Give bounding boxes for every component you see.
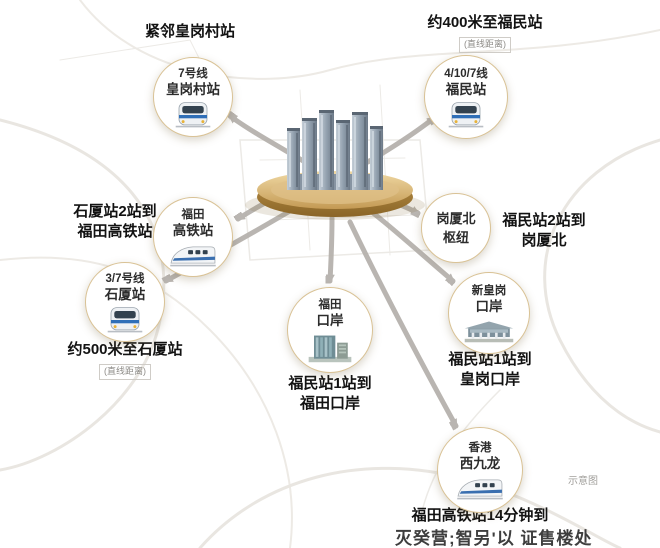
- label-futian-hsr: 石厦站2站到 福田高铁站: [55, 202, 175, 243]
- badge-xinhuanggang: 新皇岗 口岸: [448, 272, 530, 354]
- label-shixia-text: 约500米至石厦站: [67, 341, 183, 358]
- arrow-to-gangxiabei: [379, 195, 418, 213]
- towers: [287, 110, 383, 190]
- badge-hongkong-line1: 香港: [468, 442, 492, 455]
- label-huanggangcun: 紧邻皇岗村站: [110, 22, 270, 42]
- port-building-icon: [305, 332, 355, 364]
- badge-gangxiabei-line1: 岗厦北: [436, 211, 476, 227]
- badge-huanggangcun-line2: 皇岗村站: [166, 81, 220, 97]
- arrow-to-huanggangcun: [230, 116, 308, 165]
- badge-futian-port: 福田 口岸: [287, 287, 373, 373]
- badge-futian-hsr-line2: 高铁站: [172, 222, 214, 238]
- label-futian-hsr-line2: 福田高铁站: [77, 223, 153, 241]
- badge-fumin-line2: 福民站: [445, 81, 487, 97]
- metro-train-icon: [445, 101, 487, 129]
- label-gangxiabei-line1: 福民站2站到: [502, 212, 586, 229]
- highspeed-train-icon: [454, 475, 506, 501]
- badge-fumin: 4/10/7线 福民站: [424, 55, 508, 139]
- badge-futian-hsr: 福田 高铁站: [153, 197, 233, 277]
- schematic-note: 示意图: [568, 476, 598, 487]
- label-futian-port-line1: 福民站1站到: [288, 375, 372, 392]
- label-hongkong: 福田高铁站14分钟到: [388, 506, 572, 526]
- badge-gangxiabei-line2: 枢纽: [442, 230, 469, 245]
- badge-gangxiabei: 岗厦北 枢纽: [421, 193, 491, 263]
- label-huanggangcun-text: 紧邻皇岗村站: [144, 23, 235, 40]
- label-futian-hsr-line1: 石厦站2站到: [73, 203, 157, 220]
- label-xinhuanggang-line2: 皇岗口岸: [459, 371, 520, 389]
- watermark-text: 灭癸营;智另'以 证售楼处: [395, 529, 593, 548]
- badge-shixia-line2: 石厦站: [104, 286, 146, 302]
- badge-futian-port-line2: 口岸: [316, 312, 344, 328]
- badge-hongkong-line2: 西九龙: [459, 455, 501, 471]
- label-xinhuanggang: 福民站1站到 皇岗口岸: [436, 350, 544, 391]
- badge-huanggangcun: 7号线 皇岗村站: [153, 57, 233, 137]
- metro-train-icon: [172, 101, 214, 129]
- arrow-to-futian-port: [330, 215, 332, 281]
- label-shixia: 约500米至石厦站 (直线距离): [40, 340, 210, 381]
- badge-fumin-line1: 4/10/7线: [444, 68, 488, 81]
- highspeed-train-icon: [168, 242, 218, 268]
- label-futian-port: 福民站1站到 福田口岸: [276, 374, 384, 415]
- badge-xinhuanggang-line1: 新皇岗: [471, 285, 507, 298]
- terminal-building-icon: [462, 318, 516, 344]
- label-gangxiabei-line2: 岗厦北: [521, 232, 567, 250]
- badge-shixia: 3/7号线 石厦站: [85, 262, 165, 342]
- badge-huanggangcun-line1: 7号线: [178, 68, 208, 81]
- badge-hongkong: 香港 西九龙: [437, 427, 523, 513]
- label-gangxiabei: 福民站2站到 岗厦北: [496, 211, 592, 252]
- badge-shixia-line1: 3/7号线: [105, 273, 145, 286]
- arrow-to-fumin: [365, 118, 434, 165]
- badge-xinhuanggang-line2: 口岸: [475, 298, 503, 314]
- label-shixia-sub: (直线距离): [99, 364, 151, 380]
- label-fumin-sub: (直线距离): [459, 37, 511, 53]
- arrow-to-futian-hsr: [238, 187, 293, 222]
- metro-train-icon: [104, 306, 146, 334]
- label-hongkong-text: 福田高铁站14分钟到: [411, 507, 549, 524]
- badge-futian-hsr-line1: 福田: [181, 209, 205, 222]
- label-xinhuanggang-line1: 福民站1站到: [448, 351, 532, 368]
- badge-futian-port-line1: 福田: [318, 299, 342, 312]
- label-futian-port-line2: 福田口岸: [299, 395, 360, 413]
- label-fumin: 约400米至福民站 (直线距离): [400, 13, 570, 54]
- label-fumin-text: 约400米至福民站: [427, 14, 543, 31]
